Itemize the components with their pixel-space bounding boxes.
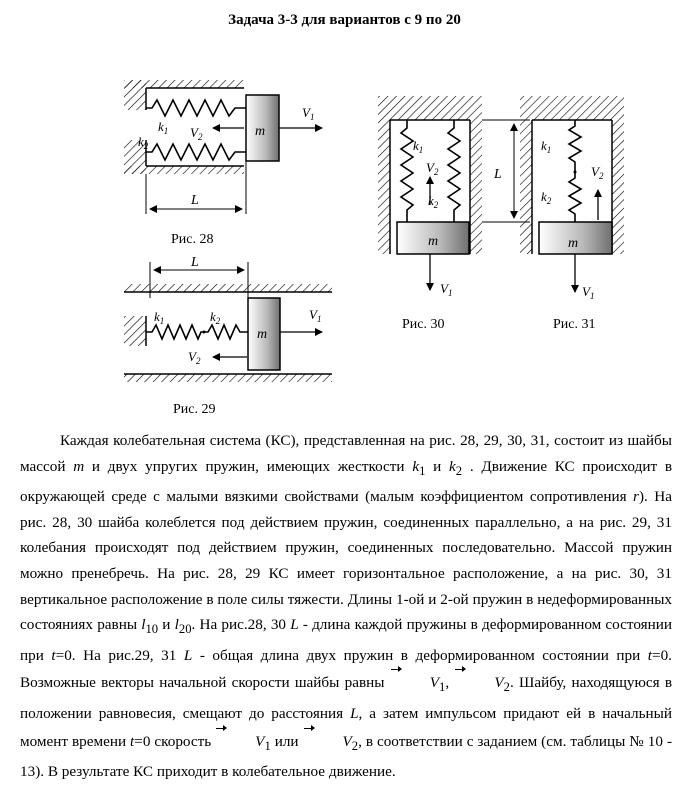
v2-label: V bbox=[426, 160, 436, 175]
svg-text:V2: V2 bbox=[190, 125, 203, 142]
length-label: L bbox=[190, 193, 199, 208]
spring-k1 bbox=[399, 120, 415, 222]
mass-label: m bbox=[257, 327, 267, 342]
figure-31: m V2 V1 k1 k2 Рис. 31 bbox=[520, 96, 624, 332]
caption-fig29: Рис. 29 bbox=[173, 402, 216, 417]
mass-block bbox=[247, 297, 281, 371]
v1-label: V bbox=[440, 281, 450, 296]
svg-text:k1: k1 bbox=[413, 138, 423, 155]
v1-label: V bbox=[309, 307, 319, 322]
v1-label: V bbox=[302, 105, 312, 120]
mass-block bbox=[396, 221, 470, 255]
caption-fig28: Рис. 28 bbox=[171, 232, 214, 247]
problem-text: Каждая колебательная система (КС), предс… bbox=[20, 432, 673, 781]
v2-label: V bbox=[188, 349, 198, 364]
length-label: L bbox=[190, 255, 199, 270]
svg-text:k2: k2 bbox=[541, 189, 552, 206]
vector-v2: V bbox=[303, 724, 352, 755]
svg-text:k2: k2 bbox=[210, 309, 221, 326]
vector-v1: V bbox=[215, 724, 264, 755]
figures-area: m V1 V2 k1 k2 L Рис. 28 L bbox=[124, 80, 624, 417]
figure-29: L m V1 V2 k1 k2 Рис. 29 bbox=[124, 255, 332, 417]
k2-label: k bbox=[138, 134, 144, 149]
svg-text:k1: k1 bbox=[154, 309, 164, 326]
caption-fig31: Рис. 31 bbox=[553, 317, 596, 332]
figure-28: m V1 V2 k1 k2 L Рис. 28 bbox=[124, 80, 323, 247]
k2-label: k bbox=[541, 189, 547, 204]
caption-fig30: Рис. 30 bbox=[402, 317, 445, 332]
length-label: L bbox=[493, 167, 502, 182]
figure-30: m V2 V1 k1 k2 L Рис. 30 bbox=[378, 96, 530, 332]
k1-label: k bbox=[158, 119, 164, 134]
k1-label: k bbox=[154, 309, 160, 324]
k1-label: k bbox=[541, 138, 547, 153]
spring-k2 bbox=[146, 142, 246, 162]
svg-text:k1: k1 bbox=[158, 119, 168, 136]
spring-k2 bbox=[446, 120, 462, 222]
k2-label: k bbox=[210, 309, 216, 324]
svg-text:V2: V2 bbox=[188, 349, 201, 366]
svg-text:V1: V1 bbox=[309, 307, 321, 324]
v2-label: V bbox=[591, 164, 601, 179]
problem-title: Задача 3-3 для вариантов с 9 по 20 bbox=[228, 12, 461, 28]
k2-label: k bbox=[428, 193, 434, 208]
mass-label: m bbox=[255, 124, 265, 139]
svg-text:V1: V1 bbox=[302, 105, 314, 122]
mass-label: m bbox=[428, 234, 438, 249]
svg-text:k1: k1 bbox=[541, 138, 551, 155]
vector-v2: V bbox=[454, 666, 504, 696]
mass-block bbox=[538, 221, 613, 255]
spring-k1 bbox=[146, 98, 246, 118]
svg-text:V1: V1 bbox=[582, 284, 594, 301]
svg-text:k2: k2 bbox=[138, 134, 149, 151]
svg-text:V2: V2 bbox=[426, 160, 439, 177]
spring-k2 bbox=[567, 172, 583, 222]
v2-label: V bbox=[190, 125, 200, 140]
svg-text:V2: V2 bbox=[591, 164, 604, 181]
svg-text:V1: V1 bbox=[440, 281, 452, 298]
svg-text:k2: k2 bbox=[428, 193, 439, 210]
spring-k1 bbox=[146, 322, 204, 342]
spring-k1 bbox=[567, 120, 583, 172]
mass-label: m bbox=[568, 236, 578, 251]
spring-k2 bbox=[204, 322, 248, 342]
vector-v1: V bbox=[390, 666, 439, 696]
k1-label: k bbox=[413, 138, 419, 153]
v1-label: V bbox=[582, 284, 592, 299]
